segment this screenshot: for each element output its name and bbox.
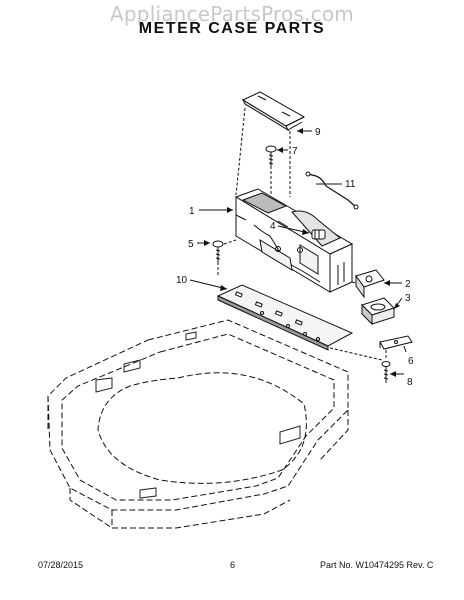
part-5-screw bbox=[212, 240, 224, 262]
part-7-screw bbox=[265, 145, 277, 166]
part-9-cover bbox=[241, 91, 306, 132]
footer-part-number: Part No. W10474295 Rev. C bbox=[320, 560, 434, 570]
callout-6: 6 bbox=[408, 356, 414, 367]
page-title: METER CASE PARTS bbox=[138, 20, 326, 37]
callout-3: 3 bbox=[405, 293, 411, 304]
footer-date: 07/28/2015 bbox=[38, 560, 84, 570]
callout-7: 7 bbox=[292, 146, 298, 157]
part-1-meter-case bbox=[234, 188, 354, 293]
part-4-connector bbox=[311, 229, 326, 240]
part-6-clip bbox=[379, 335, 413, 350]
leader-arrowheads bbox=[204, 128, 400, 377]
callout-5: 5 bbox=[188, 239, 194, 250]
watermark: AppliancePartsPros.com bbox=[110, 2, 354, 26]
part-2-bracket bbox=[355, 269, 385, 299]
part-3-housing bbox=[361, 297, 395, 326]
callout-1: 1 bbox=[189, 206, 195, 217]
callout-4: 4 bbox=[270, 221, 276, 232]
part-8-screw bbox=[381, 361, 391, 383]
top-deck-details bbox=[95, 331, 301, 499]
callout-9: 9 bbox=[315, 127, 321, 138]
part-11-wire bbox=[307, 173, 357, 208]
part-10-board bbox=[216, 284, 354, 351]
top-deck bbox=[47, 319, 349, 529]
footer-page-number: 6 bbox=[230, 560, 236, 570]
callout-10: 10 bbox=[176, 275, 188, 286]
callout-2: 2 bbox=[405, 279, 411, 290]
callout-8: 8 bbox=[407, 377, 413, 388]
callout-11: 11 bbox=[345, 179, 356, 190]
